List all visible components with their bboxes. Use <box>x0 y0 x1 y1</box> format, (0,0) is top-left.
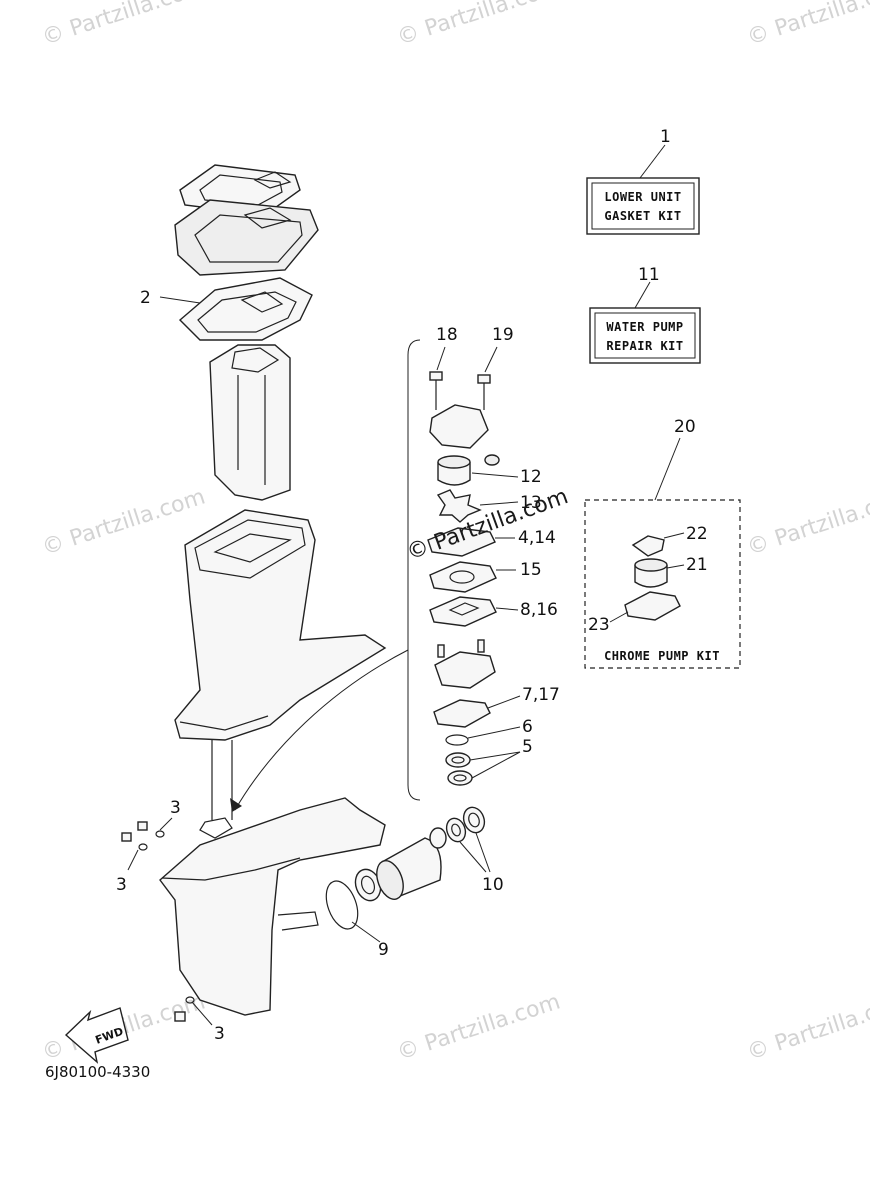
callout-1: 1 <box>660 127 671 147</box>
kit-label-line1: LOWER UNIT <box>604 190 681 204</box>
chrome-pump-kit: 20 22 21 23 CHROME PUMP KIT <box>584 417 741 669</box>
fwd-arrow-icon: FWD <box>64 1007 129 1064</box>
watermark: © Partzilla.com <box>744 989 870 1065</box>
kit-label-line1: WATER PUMP <box>606 320 683 334</box>
callout-3: 3 <box>170 798 181 818</box>
callout-18: 18 <box>436 325 458 345</box>
watermark: © Partzilla.com <box>39 484 208 560</box>
kit-label-line2: GASKET KIT <box>604 209 681 223</box>
drawing-code: 6J80100-4330 <box>45 1063 150 1081</box>
kit-box-water-pump-repair: 11 WATER PUMP REPAIR KIT <box>589 265 701 364</box>
callout-22: 22 <box>686 524 708 544</box>
callout-15: 15 <box>520 560 542 580</box>
kit-label-line2: REPAIR KIT <box>606 339 683 353</box>
upper-casing <box>174 509 387 741</box>
callout-2: 2 <box>140 288 151 308</box>
pointer-arrow <box>230 649 409 812</box>
chrome-kit-label: CHROME PUMP KIT <box>604 649 720 663</box>
water-pump-parts: 18 19 12 13 4,14 15 8,16 <box>427 325 560 786</box>
callout-11: 11 <box>638 265 660 285</box>
watermark: © Partzilla.com <box>394 0 563 51</box>
callout-5: 5 <box>522 737 533 757</box>
gasket-2: 2 <box>140 277 313 341</box>
watermark: © Partzilla.com <box>394 989 563 1065</box>
watermark: © Partzilla.com <box>39 0 208 51</box>
lower-casing <box>159 797 386 1016</box>
callout-23: 23 <box>588 615 610 635</box>
drain-screws: 3 3 3 <box>116 798 225 1044</box>
drive-shaft <box>211 740 233 820</box>
callout-4-14: 4,14 <box>518 528 556 548</box>
watermark: © Partzilla.com <box>744 484 870 560</box>
callout-9: 9 <box>378 940 389 960</box>
gasket-set-top <box>174 164 319 276</box>
callout-20: 20 <box>674 417 696 437</box>
callout-13: 13 <box>520 493 542 513</box>
callout-19: 19 <box>492 325 514 345</box>
exhaust-guide <box>209 344 291 501</box>
watermark: © Partzilla.com <box>744 0 870 51</box>
callout-10: 10 <box>482 875 504 895</box>
bracket <box>407 339 421 801</box>
watermark-center: © Partzilla.com <box>404 484 572 566</box>
callout-6: 6 <box>522 717 533 737</box>
callout-8-16: 8,16 <box>520 600 558 620</box>
callout-3: 3 <box>116 875 127 895</box>
callout-12: 12 <box>520 467 542 487</box>
prop-shaft-housing-parts: 9 10 <box>325 806 504 960</box>
callout-21: 21 <box>686 555 708 575</box>
callout-3: 3 <box>214 1024 225 1044</box>
kit-box-lower-unit-gasket: 1 LOWER UNIT GASKET KIT <box>586 127 700 235</box>
callout-7-17: 7,17 <box>522 685 560 705</box>
